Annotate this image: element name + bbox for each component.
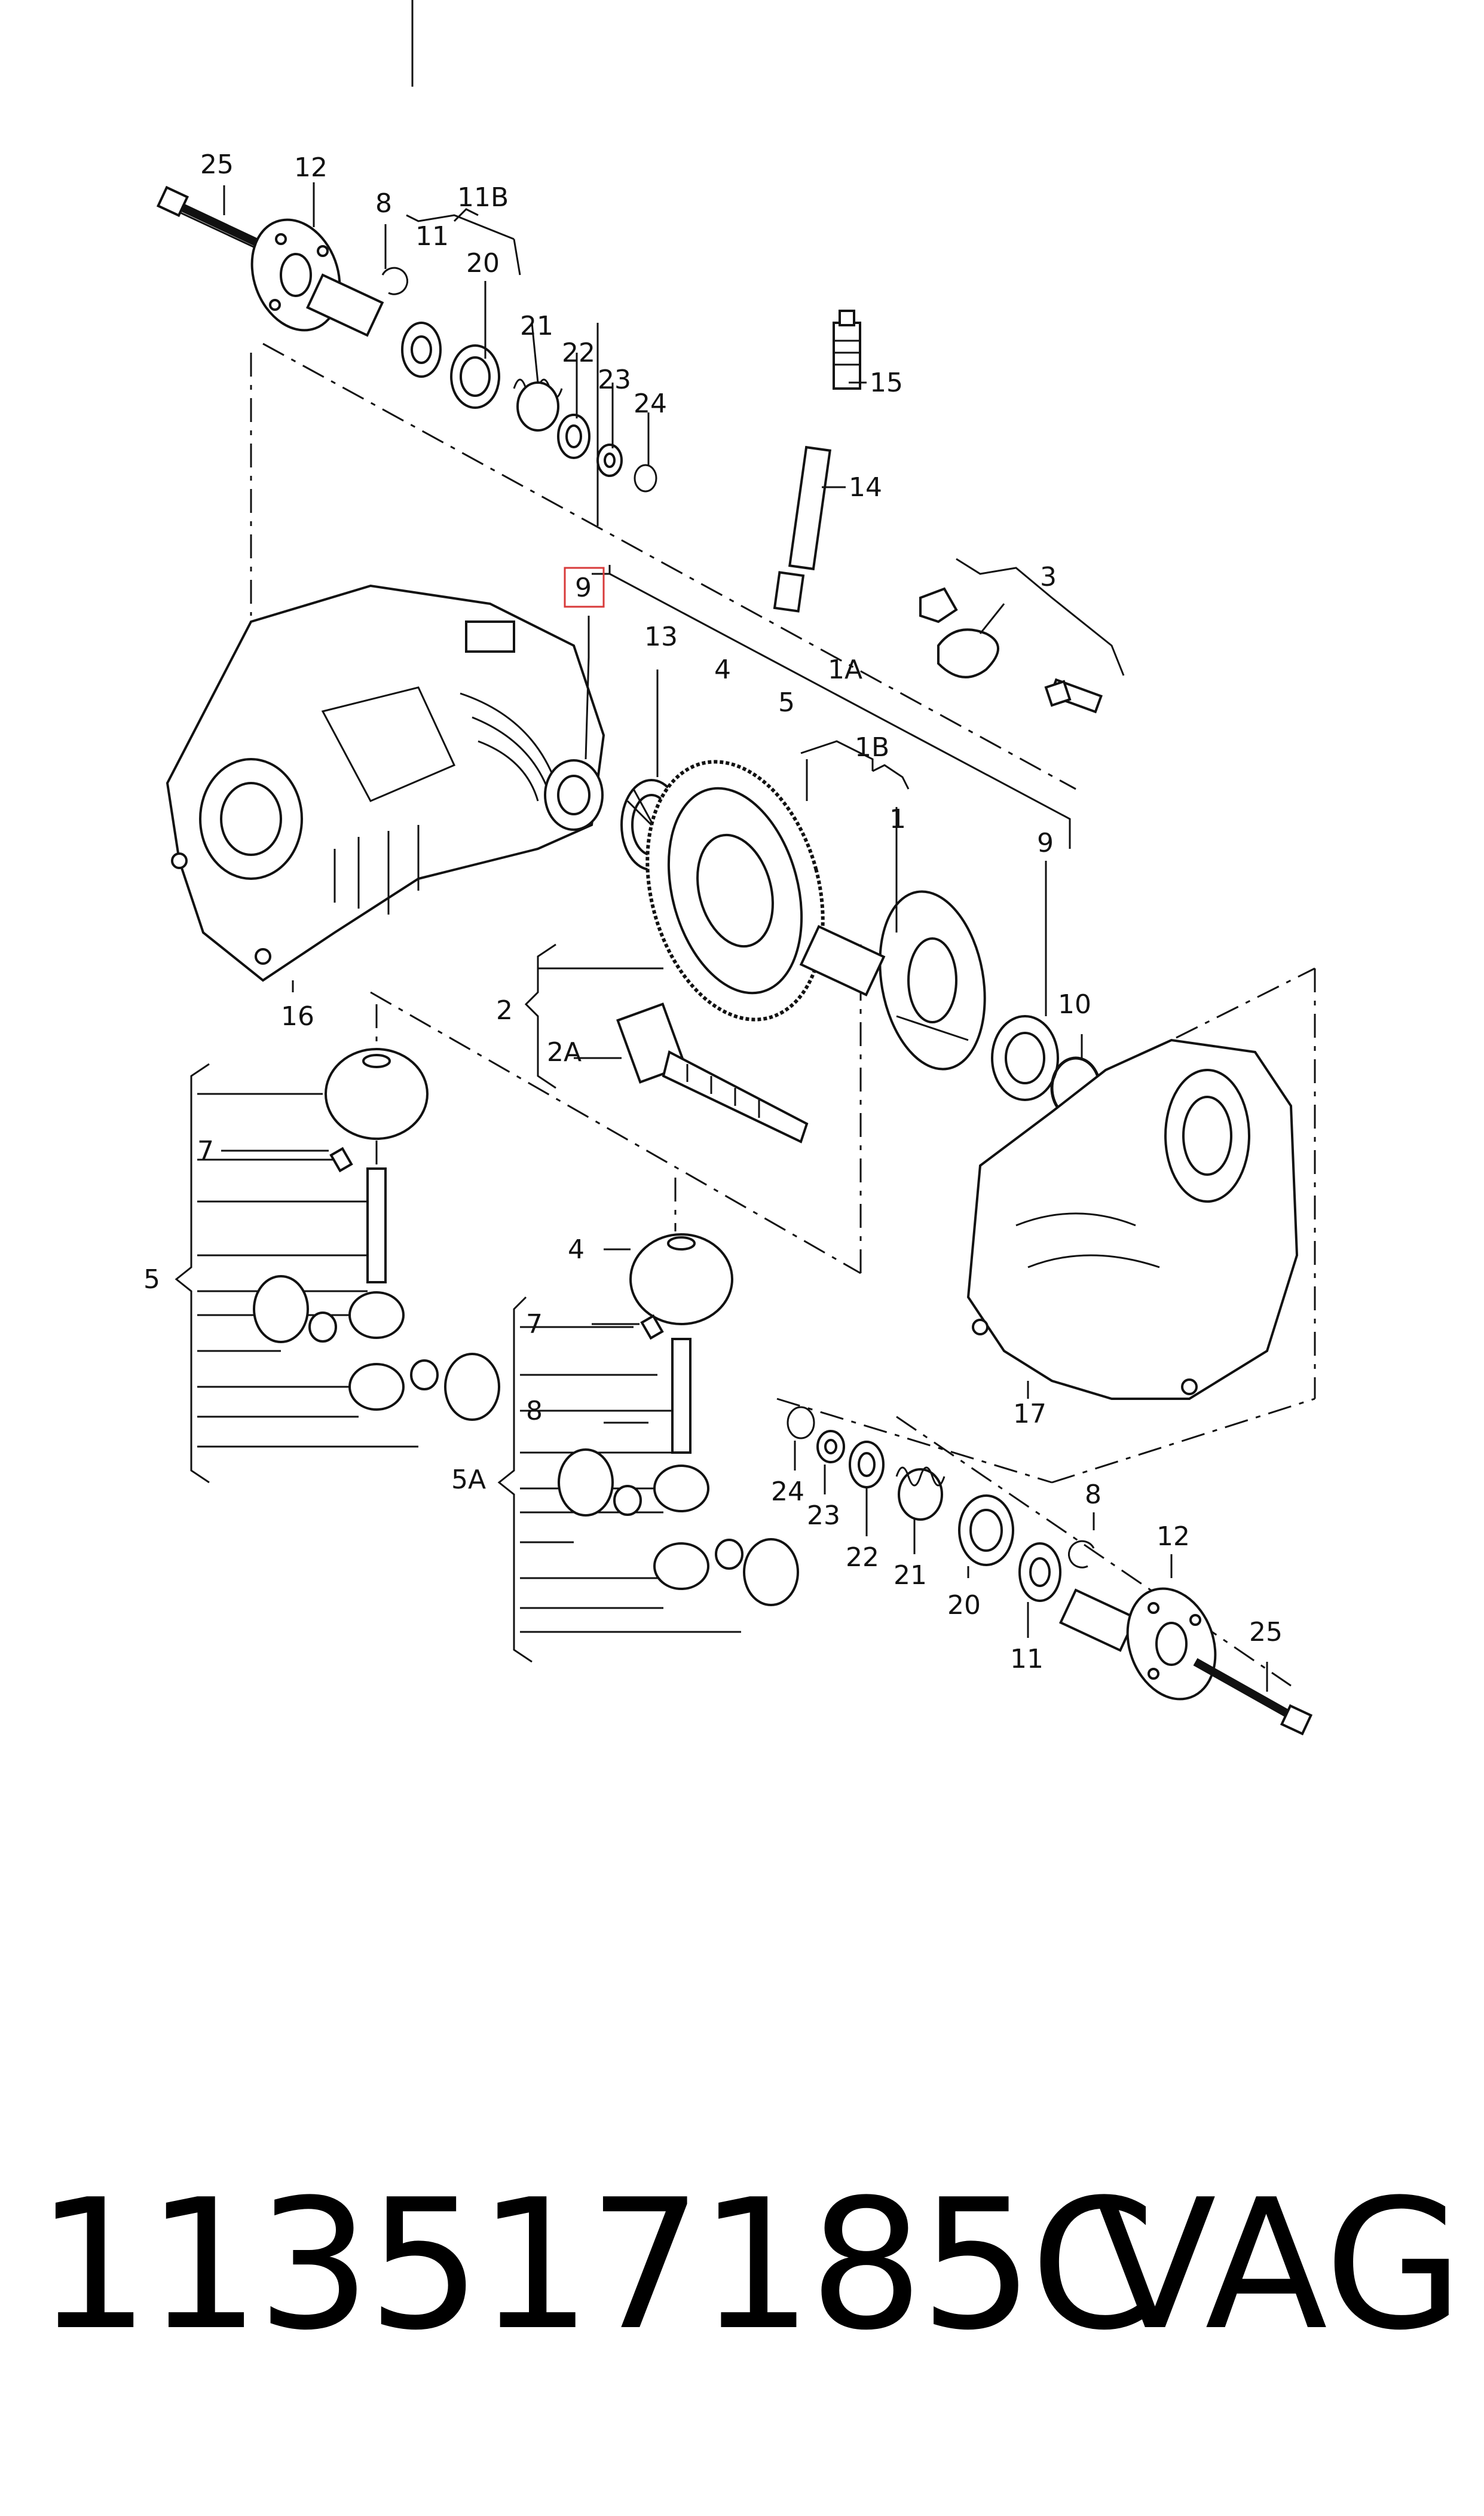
side-gear-5a (253, 1275, 309, 1343)
drive-flange-top (250, 218, 384, 337)
callout-7-left: 7 (197, 1136, 214, 1166)
callout-8-lower: 8 (526, 1396, 543, 1426)
nut-top (596, 444, 623, 477)
planet-gear-5Ab (653, 1542, 709, 1590)
callout-4-top: 4 (714, 655, 731, 685)
exploded-parts-diagram: 25 12 8 11B 11 20 21 22 23 24 15 14 3 9 … (143, 0, 1316, 1736)
thrust-washer-5Ab (715, 1539, 743, 1570)
callout-11-bottom: 11 (1010, 1644, 1044, 1674)
assembly-axis-lines (250, 343, 1316, 1687)
callout-5-left: 5 (143, 1264, 160, 1295)
callout-12-top: 12 (294, 152, 328, 183)
callout-25-top: 25 (200, 149, 234, 180)
diff-pin-7b (640, 1314, 664, 1340)
callout-24-top: 24 (634, 389, 667, 419)
taper-bearing-bottom (1018, 1542, 1061, 1602)
side-gear-5Aa (558, 1448, 614, 1517)
callout-3: 3 (1040, 562, 1057, 592)
shaft-seal-housing (544, 759, 604, 831)
drive-flange-bolt-bottom (1193, 1658, 1313, 1736)
taper-bearing-9 (991, 1015, 1059, 1101)
callout-5-top: 5 (778, 687, 795, 718)
callout-22-top: 22 (562, 338, 595, 368)
highlight-box-9 (564, 567, 605, 608)
diff-spider-housing-5A (629, 1233, 733, 1325)
gearbox-housing-left (166, 584, 605, 982)
leader-lines (221, 0, 1268, 1692)
callout-11-top: 11 (415, 221, 449, 252)
callout-24-bottom: 24 (771, 1476, 804, 1507)
circlip-top (381, 267, 408, 295)
callout-16: 16 (281, 1001, 314, 1032)
callout-20-bottom: 20 (947, 1590, 981, 1621)
part-number-label: 113517185C (36, 2161, 1155, 2370)
callout-1: 1 (889, 804, 906, 834)
diff-pin-7a (329, 1147, 353, 1173)
brand-label: VAG (1094, 2161, 1464, 2370)
callout-labels: 25 12 8 11B 11 20 21 22 23 24 15 14 3 9 … (143, 149, 1283, 1674)
nut-bottom (816, 1430, 845, 1463)
callout-2: 2 (496, 995, 513, 1026)
side-gear-5Ab (743, 1538, 799, 1606)
thrust-washer-5a (308, 1312, 337, 1343)
callout-17: 17 (1013, 1399, 1047, 1429)
callout-9-highlighted: 9 (575, 573, 592, 603)
callout-23-bottom: 23 (807, 1500, 840, 1531)
planet-gear-5b (348, 1363, 405, 1411)
diff-shaft-5 (366, 1167, 387, 1283)
circlip-bottom (1068, 1540, 1095, 1569)
differential-housing (799, 890, 986, 1071)
planet-gear-5Aa (653, 1465, 709, 1512)
planet-gear-5a (348, 1291, 405, 1339)
spring-top (513, 378, 563, 432)
speedo-drive-shaft (773, 445, 831, 613)
callout-21-bottom: 21 (894, 1560, 927, 1591)
cover-plate-kit (919, 587, 1103, 714)
callout-11B: 11B (457, 182, 509, 213)
callout-9: 9 (1037, 828, 1054, 858)
thrust-washer-top (557, 414, 590, 459)
crown-wheel (645, 760, 825, 1022)
callout-15: 15 (870, 368, 903, 398)
gearbox-housing-right (966, 1038, 1299, 1400)
callout-10: 10 (1058, 989, 1091, 1020)
thrust-washer-5b (410, 1359, 439, 1390)
callout-12-bottom: 12 (1156, 1521, 1190, 1552)
bearing-race-bottom (958, 1494, 1014, 1566)
callout-8-bottom: 8 (1085, 1479, 1101, 1510)
callout-20-top: 20 (466, 248, 500, 279)
callout-14: 14 (849, 472, 882, 503)
callout-4-lower: 4 (568, 1234, 585, 1265)
callout-5A: 5A (451, 1465, 486, 1495)
spring-bottom (895, 1466, 946, 1521)
thrust-washer-5Aa (613, 1485, 642, 1516)
drive-flange-bottom (1058, 1587, 1217, 1701)
callout-7-lower: 7 (526, 1309, 543, 1340)
diff-spider-housing-5 (325, 1048, 429, 1140)
thrust-washer-bottom (849, 1441, 885, 1488)
callout-22-bottom: 22 (846, 1542, 879, 1573)
callout-25-bottom: 25 (1249, 1617, 1283, 1647)
callout-13: 13 (644, 622, 678, 652)
taper-bearing-top (401, 322, 442, 378)
bearing-race-top (450, 344, 500, 409)
callout-1B: 1B (855, 732, 889, 763)
pinion-shaft (616, 1002, 809, 1144)
lock-ring-bottom (787, 1406, 815, 1439)
lock-ring-top (634, 464, 657, 493)
callout-1A: 1A (828, 655, 862, 685)
callout-23-top: 23 (598, 365, 631, 395)
side-gear-5b (444, 1353, 500, 1421)
callout-2A: 2A (547, 1037, 582, 1068)
diff-shaft-5A (671, 1338, 691, 1454)
callout-21-top: 21 (520, 311, 553, 341)
callout-8-top: 8 (375, 188, 392, 219)
speedo-drive-gear (833, 310, 861, 390)
